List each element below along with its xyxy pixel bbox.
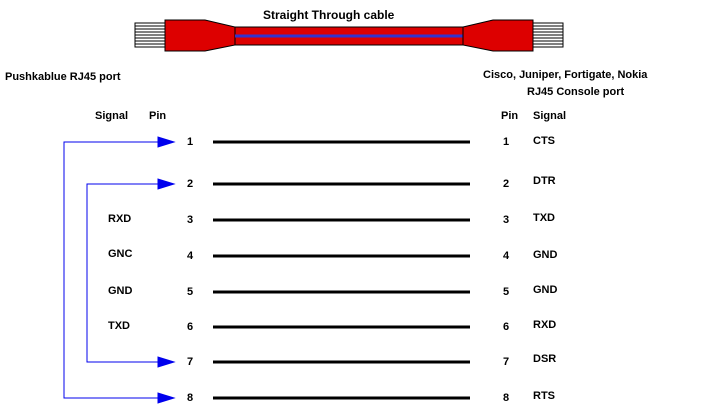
right-plug-contacts (532, 22, 564, 48)
left-pin-3: 3 (187, 214, 194, 226)
loopback-line-inner (86, 183, 160, 363)
right-pin-6: 6 (503, 321, 510, 333)
right-pin-3: 3 (503, 214, 510, 226)
right-signal-8: RTS (533, 390, 555, 402)
left-plug-body (164, 19, 236, 52)
loopback-line-outer (63, 141, 160, 399)
left-pin-7: 7 (187, 356, 194, 368)
left-pin-5: 5 (187, 286, 194, 298)
right-port-title-line2: RJ45 Console port (527, 86, 625, 98)
left-port-title: Pushkablue RJ45 port (5, 71, 121, 83)
left-pin-2: 2 (187, 178, 194, 190)
left-col-signal: Signal (95, 110, 129, 122)
arrowhead-pin-1 (157, 136, 176, 148)
right-pin-2: 2 (503, 178, 510, 190)
right-signal-3: TXD (533, 212, 555, 224)
right-pin-7: 7 (503, 356, 510, 368)
right-signal-1: CTS (533, 135, 555, 147)
right-plug-body (462, 19, 534, 52)
right-col-signal: Signal (533, 110, 567, 122)
loopback-2-7 (86, 178, 176, 368)
right-signal-7: DSR (533, 353, 557, 365)
left-plug-contacts (134, 22, 166, 48)
right-signal-5: GND (533, 284, 558, 296)
left-col-pin: Pin (149, 110, 167, 122)
left-pin-6: 6 (187, 321, 194, 333)
right-pin-5: 5 (503, 286, 510, 298)
arrowhead-pin-8 (157, 392, 176, 404)
left-signal-5: GND (108, 285, 133, 297)
loopback-1-8 (63, 136, 176, 404)
right-col-pin: Pin (501, 110, 519, 122)
arrowhead-pin-2 (157, 178, 176, 190)
cable-title: Straight Through cable (263, 8, 395, 22)
right-pin-1: 1 (503, 136, 510, 148)
left-pin-4: 4 (187, 250, 194, 262)
arrowhead-pin-7 (157, 356, 176, 368)
right-signal-6: RXD (533, 319, 557, 331)
left-pin-8: 8 (187, 392, 194, 404)
left-pin-1: 1 (187, 136, 194, 148)
left-signal-4: GNC (108, 248, 133, 260)
right-signal-2: DTR (533, 175, 556, 187)
left-signal-6: TXD (108, 320, 130, 332)
right-port-title-line1: Cisco, Juniper, Fortigate, Nokia (483, 69, 648, 81)
pin-wires (213, 140, 470, 400)
right-pin-8: 8 (503, 392, 510, 404)
left-signal-3: RXD (108, 213, 132, 225)
right-pin-4: 4 (503, 250, 510, 262)
cable-illustration (134, 19, 564, 52)
right-signal-4: GND (533, 249, 558, 261)
